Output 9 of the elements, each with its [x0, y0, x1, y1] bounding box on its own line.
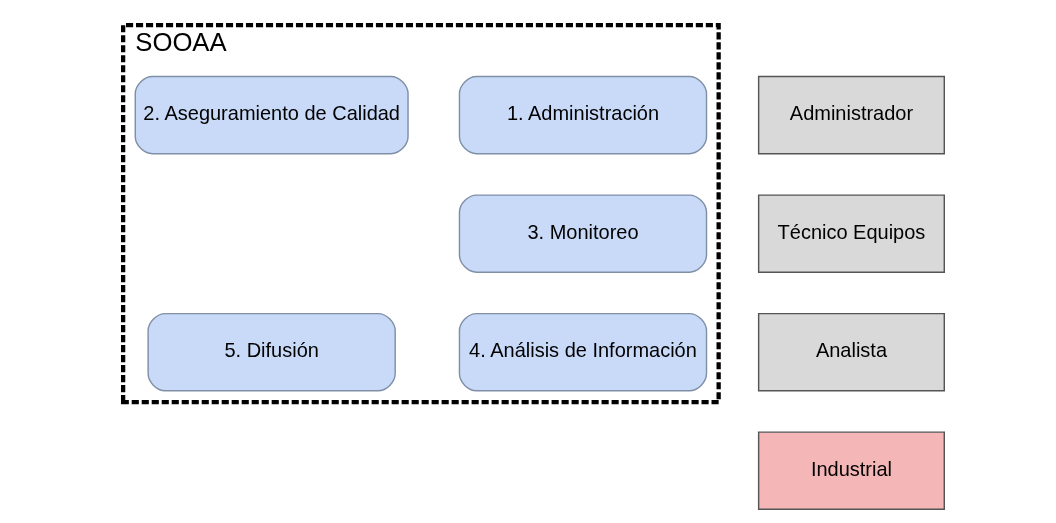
- node-box: 1. Administración: [458, 75, 708, 155]
- node-box: Técnico Equipos: [757, 194, 945, 273]
- node-box: 5. Difusión: [147, 312, 396, 392]
- node-box: Analista: [757, 312, 945, 392]
- node-box: 2. Aseguramiento de Calidad: [134, 75, 409, 155]
- node-box: 3. Monitoreo: [458, 194, 708, 273]
- node-box: Industrial: [757, 431, 945, 510]
- node-box: 4. Análisis de Información: [458, 312, 708, 392]
- node-box: Administrador: [757, 75, 945, 155]
